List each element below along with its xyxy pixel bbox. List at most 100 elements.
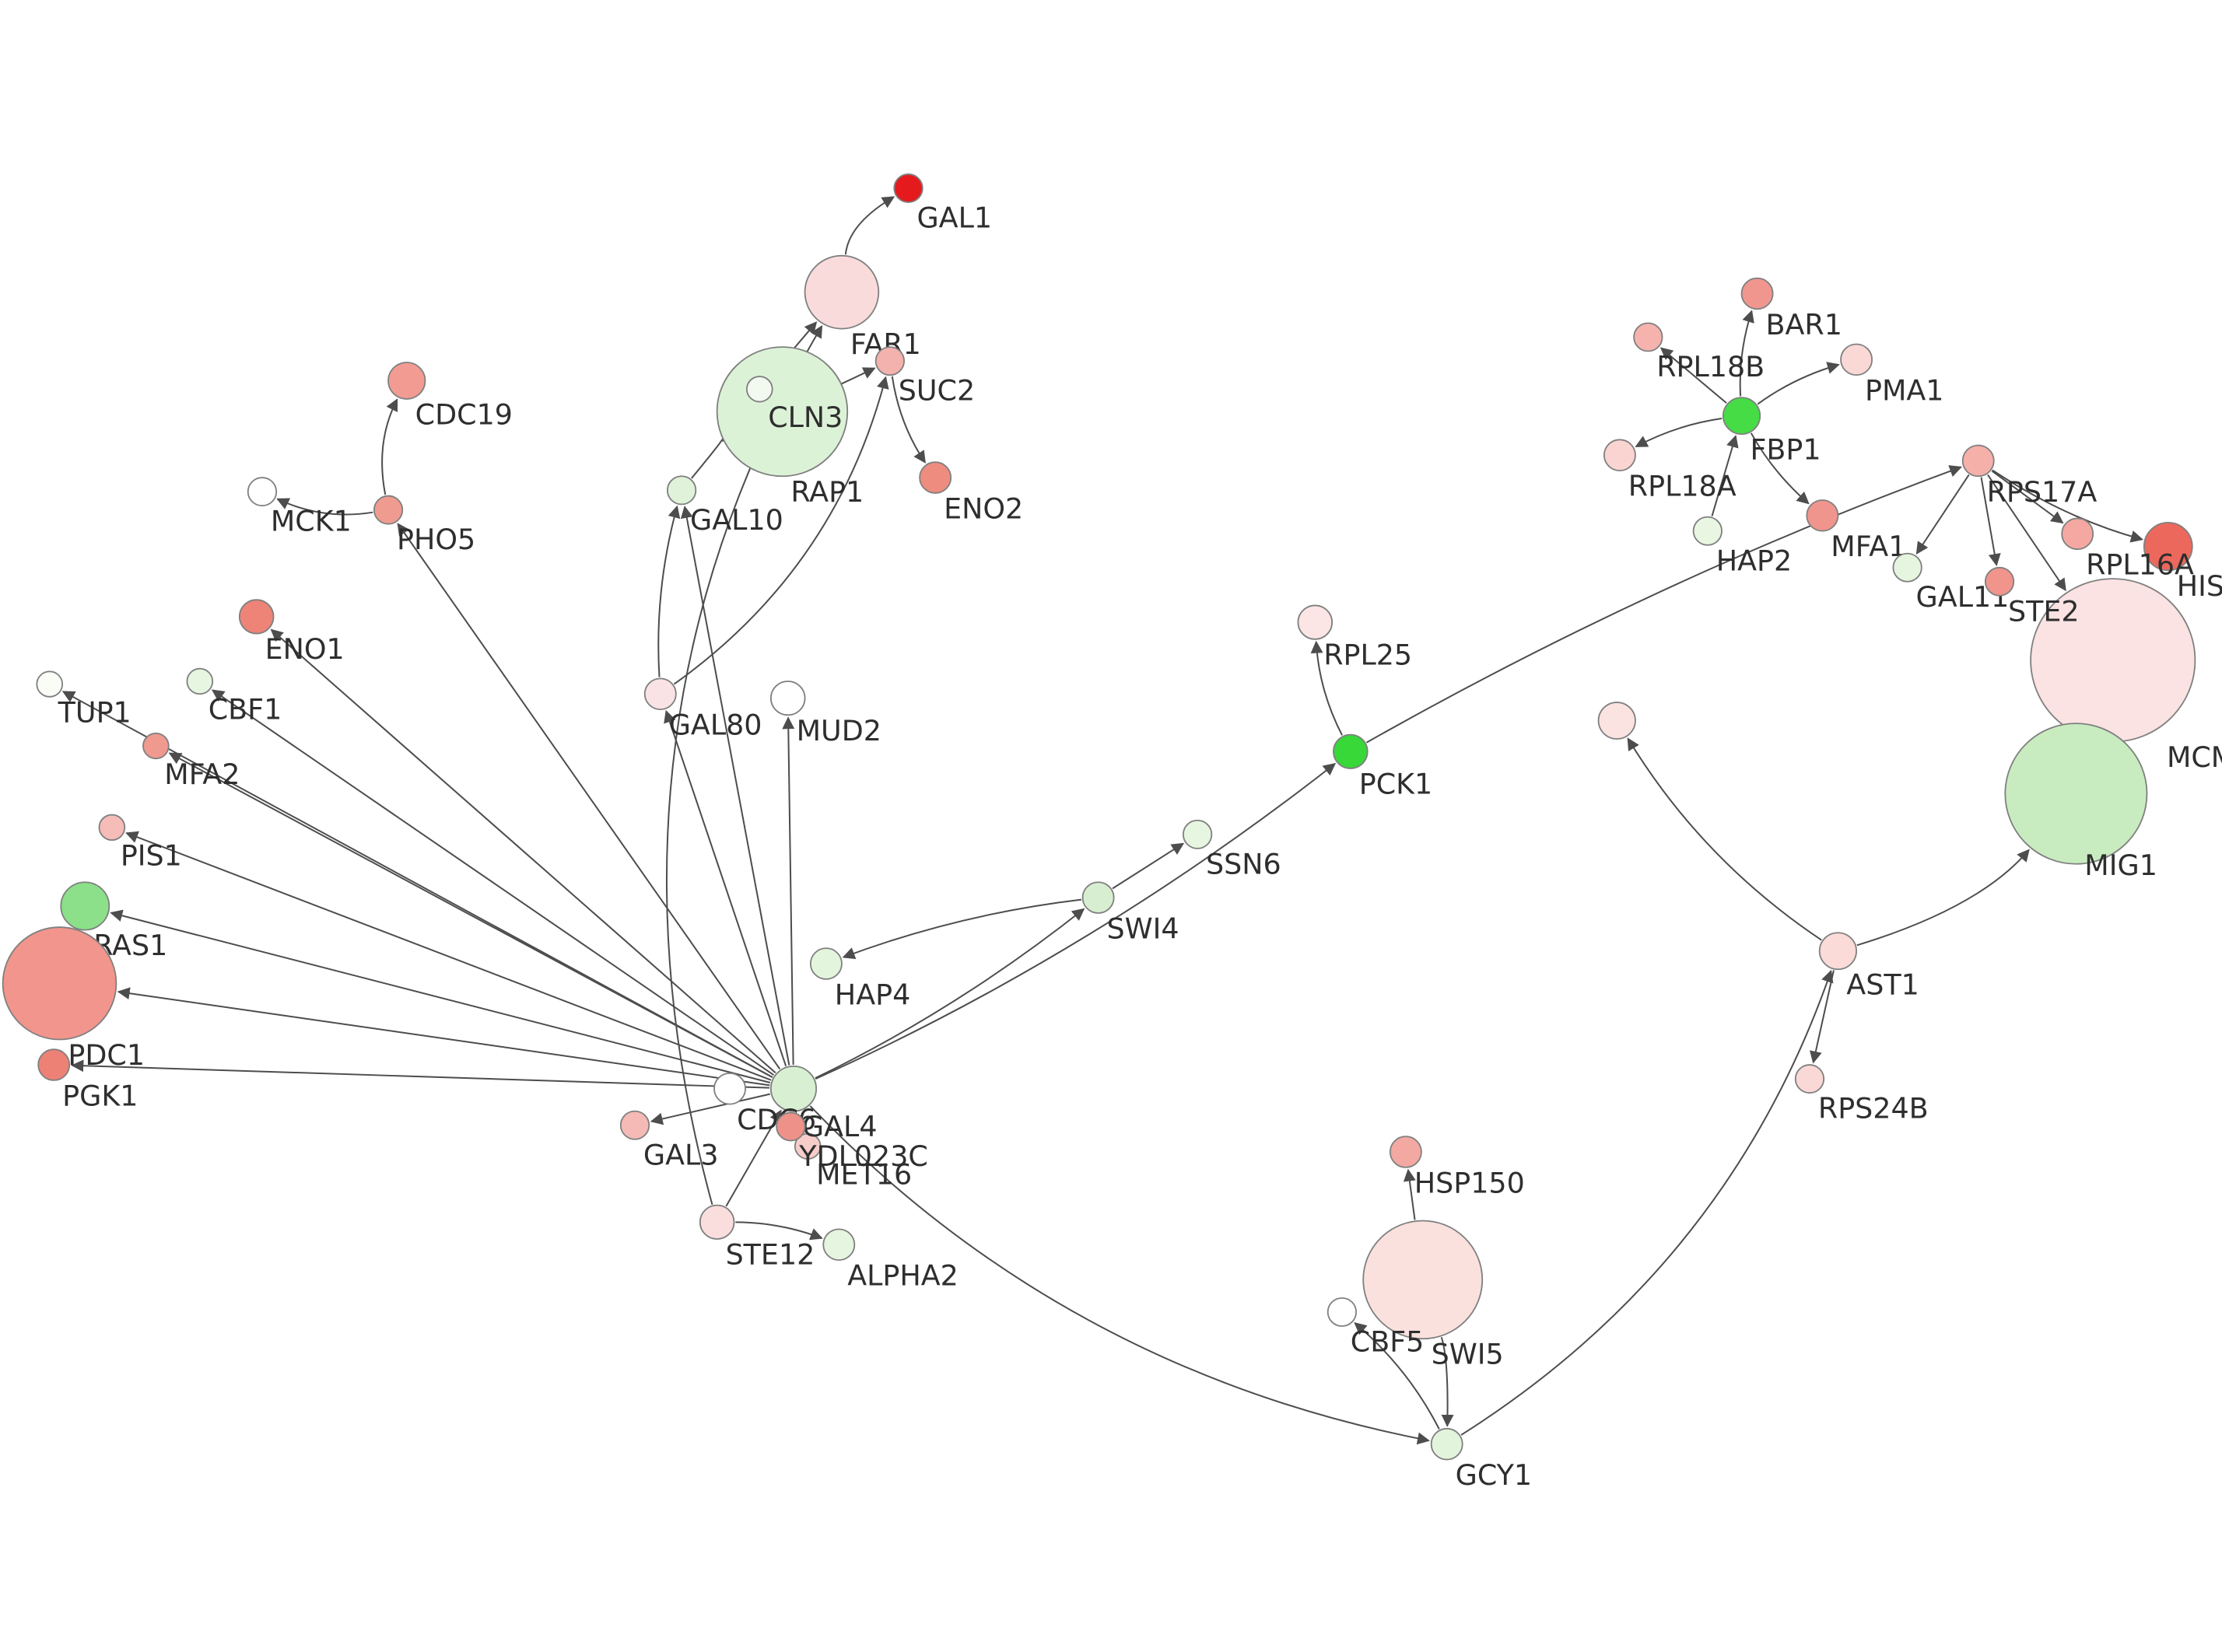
edge-GAL4-GAL80[interactable] <box>664 709 787 1066</box>
node-AST1[interactable] <box>1818 932 1857 971</box>
edge-PCK1-RPL25[interactable] <box>1310 640 1343 736</box>
node-HAP2[interactable] <box>1692 516 1723 546</box>
edge-RPS17A-RPL16A[interactable] <box>1991 470 2064 524</box>
node-HAP4[interactable] <box>809 947 843 980</box>
node-ENO2[interactable] <box>919 461 952 494</box>
edge-GAL80-GAL10[interactable] <box>657 505 681 677</box>
node-SSN6[interactable] <box>1182 819 1213 849</box>
node-PHO5[interactable] <box>373 495 404 525</box>
node-FBP1[interactable] <box>1722 397 1761 435</box>
edge-FBP1-RPL18B[interactable] <box>1659 347 1727 404</box>
edge-GAL4-PCK1[interactable] <box>815 763 1337 1080</box>
edge-GAL4-PDC1[interactable] <box>117 987 770 1087</box>
edge-STE12-GAL4[interactable] <box>725 1109 782 1207</box>
node-GAL1[interactable] <box>893 173 923 203</box>
node-RPL25[interactable] <box>1297 604 1334 640</box>
node-STE2[interactable] <box>1984 566 2015 597</box>
node-RAS1[interactable] <box>60 881 110 931</box>
edge-STE12-ALPHA2[interactable] <box>735 1221 823 1241</box>
edge-GAL10-RAP1[interactable] <box>691 430 734 479</box>
node-SWI5[interactable] <box>1362 1220 1484 1340</box>
node-MET16[interactable] <box>794 1132 822 1160</box>
node-SWI4[interactable] <box>1081 881 1115 914</box>
node-GAL80[interactable] <box>643 677 677 710</box>
edge-GAL4-GCY1[interactable] <box>809 1105 1430 1445</box>
node-RPL18A[interactable] <box>1603 439 1636 471</box>
edge-GAL4-PHO5[interactable] <box>397 523 781 1070</box>
edge-GAL4-GAL10[interactable] <box>680 506 790 1066</box>
edge-GAL4-RAS1[interactable] <box>110 909 771 1083</box>
edge-PHO5-MCK1[interactable] <box>276 498 373 516</box>
node-ALPHA2[interactable] <box>822 1228 856 1261</box>
node-RPS24B[interactable] <box>1794 1064 1825 1094</box>
edge-AST1-MIG1[interactable] <box>1856 849 2030 947</box>
node-SUC2[interactable] <box>874 346 905 376</box>
node-MFA2[interactable] <box>142 732 170 760</box>
edge-GAL4-SWI4[interactable] <box>815 908 1085 1080</box>
edge-GAL4-PGK1[interactable] <box>71 1059 770 1089</box>
edge-GAL4-GAL3[interactable] <box>650 1093 770 1125</box>
edge-FBP1-BAR1[interactable] <box>1739 310 1754 397</box>
edge-RPS17A-MCM1[interactable] <box>1987 474 2066 592</box>
node-MIG1[interactable] <box>2004 723 2148 865</box>
edge-FBP1-MFA1[interactable] <box>1750 432 1810 505</box>
node-MFA1[interactable] <box>1806 499 1839 532</box>
edge-RPS17A-HIS4[interactable] <box>1992 469 2144 543</box>
node-PGK1[interactable] <box>37 1048 71 1081</box>
edge-SWI5-GCY1[interactable] <box>1440 1336 1454 1427</box>
node-MCK1[interactable] <box>247 477 278 507</box>
node-TUP1[interactable] <box>36 670 64 698</box>
node-CLN3[interactable] <box>745 376 773 403</box>
edge-GAL4-MUD2[interactable] <box>782 716 795 1066</box>
node-RPL16A[interactable] <box>2061 517 2094 551</box>
node-PCK1[interactable] <box>1333 733 1369 769</box>
edge-PCK1-RPS17A[interactable] <box>1365 465 1962 744</box>
node-label-MCM1: MCM1 <box>2167 740 2222 774</box>
node-PDC1[interactable] <box>2 926 117 1041</box>
node-GAL3[interactable] <box>619 1110 650 1140</box>
edge-FBP1-PMA1[interactable] <box>1757 362 1840 405</box>
node-CDC19[interactable] <box>387 362 426 400</box>
edge-FBP1-RPL18A[interactable] <box>1635 418 1723 448</box>
edge-GAL4-PIS1[interactable] <box>125 831 772 1081</box>
node-CDC6[interactable] <box>713 1072 746 1105</box>
edge-AST1-RPS24B[interactable] <box>1809 970 1835 1064</box>
edge-SWI4-HAP4[interactable] <box>842 898 1082 960</box>
node-PMA1[interactable] <box>1840 343 1873 376</box>
node-ENO1[interactable] <box>238 599 275 635</box>
node-YDL023C[interactable] <box>776 1111 806 1142</box>
node-RPL18B[interactable] <box>1633 322 1663 352</box>
node-RPS17A[interactable] <box>1961 444 1995 478</box>
edge-SWI4-SSN6[interactable] <box>1112 842 1185 890</box>
edge-RAP1-SUC2[interactable] <box>840 367 876 385</box>
edge-GCY1-CBF5[interactable] <box>1354 1321 1440 1430</box>
edge-GAL4-ENO1[interactable] <box>270 628 776 1074</box>
node-MUD2[interactable] <box>769 681 806 716</box>
node-CBF5[interactable] <box>1327 1297 1358 1327</box>
node-HSP150[interactable] <box>1389 1136 1422 1168</box>
edge-RPS17A-STE2[interactable] <box>1980 477 2001 566</box>
node-BAR1[interactable] <box>1740 277 1774 310</box>
edge-HAP2-FBP1[interactable] <box>1711 435 1739 516</box>
node-FAR1[interactable] <box>804 254 880 330</box>
edge-GAL4-CBF1[interactable] <box>211 689 775 1076</box>
node-NODE1[interactable] <box>1597 702 1636 740</box>
node-PIS1[interactable] <box>98 814 126 841</box>
edge-RPS17A-GAL11[interactable] <box>1915 474 1970 555</box>
edge-GAL80-SUC2[interactable] <box>673 376 889 685</box>
node-label-PMA1: PMA1 <box>1865 374 1943 408</box>
edge-SUC2-ENO2[interactable] <box>891 376 926 464</box>
node-RAP1[interactable] <box>716 346 849 478</box>
edge-AST1-NODE1[interactable] <box>1627 737 1822 941</box>
node-GAL11[interactable] <box>1892 552 1922 583</box>
edge-GCY1-AST1[interactable] <box>1460 969 1834 1436</box>
node-GAL4[interactable] <box>769 1065 818 1112</box>
edge-PHO5-CDC19[interactable] <box>381 398 398 495</box>
node-GCY1[interactable] <box>1430 1427 1463 1461</box>
node-HIS4[interactable] <box>2143 521 2193 572</box>
edge-SWI5-HSP150[interactable] <box>1403 1168 1416 1220</box>
edge-FAR1-GAL1[interactable] <box>844 196 895 255</box>
node-CBF1[interactable] <box>186 667 214 695</box>
node-GAL10[interactable] <box>666 475 697 506</box>
node-STE12[interactable] <box>699 1204 735 1240</box>
